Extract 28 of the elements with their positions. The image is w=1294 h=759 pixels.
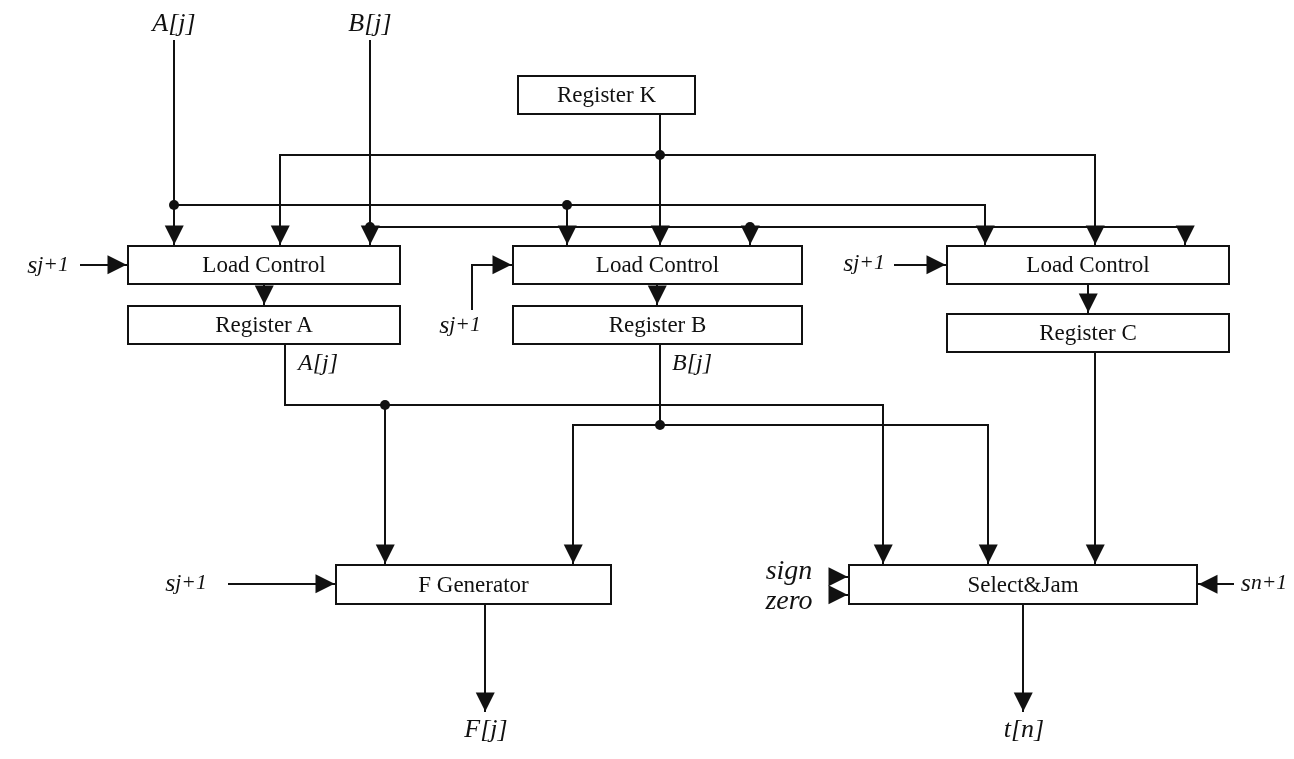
block-box: Load Control bbox=[946, 245, 1230, 285]
arrow bbox=[647, 284, 667, 306]
signal-label: t[n] bbox=[1000, 712, 1048, 746]
arrow bbox=[79, 255, 128, 275]
arrow bbox=[1013, 604, 1033, 713]
block-box: Register B bbox=[512, 305, 803, 345]
signal-label: F[j] bbox=[462, 712, 510, 746]
arrow bbox=[1197, 574, 1235, 594]
block-box: Load Control bbox=[512, 245, 803, 285]
arrow bbox=[828, 585, 849, 605]
arrow bbox=[1085, 352, 1105, 565]
signal-label: B[j] bbox=[344, 6, 396, 40]
signal-label: A[j] bbox=[148, 6, 200, 40]
signal-label: zero bbox=[758, 586, 820, 614]
block-box: F Generator bbox=[335, 564, 612, 605]
signal-label: sign bbox=[758, 556, 820, 584]
block-box: Select&Jam bbox=[848, 564, 1198, 605]
arrow bbox=[227, 574, 336, 594]
block-box: Load Control bbox=[127, 245, 401, 285]
arrow bbox=[893, 255, 947, 275]
arrow bbox=[828, 567, 849, 587]
arrow bbox=[1078, 284, 1098, 314]
block-box: Register K bbox=[517, 75, 696, 115]
arrow bbox=[475, 604, 495, 713]
arrow bbox=[471, 255, 513, 311]
block-box: Register C bbox=[946, 313, 1230, 353]
block-box: Register A bbox=[127, 305, 401, 345]
arrow bbox=[254, 284, 274, 306]
